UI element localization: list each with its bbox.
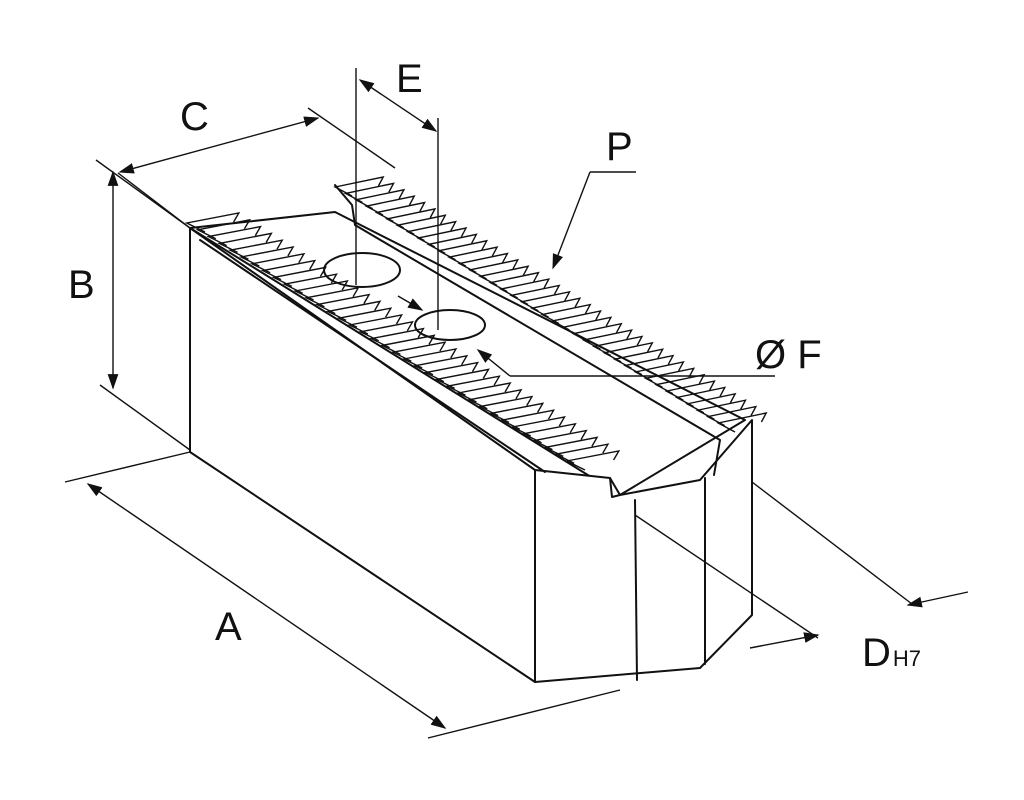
serration-tooth bbox=[674, 386, 727, 408]
serration-tooth bbox=[395, 214, 447, 235]
serration-tooth bbox=[467, 258, 520, 280]
serration-tooth bbox=[560, 316, 613, 337]
serration-tooth bbox=[695, 399, 747, 420]
serration-tooth bbox=[343, 182, 395, 203]
serration-tooth bbox=[358, 320, 414, 342]
serration-tooth bbox=[380, 334, 436, 356]
serration-tooth bbox=[426, 233, 478, 255]
dimension-f bbox=[397, 295, 775, 377]
dimension-a bbox=[64, 451, 621, 739]
label-p: P bbox=[606, 125, 633, 169]
serration-tooth bbox=[643, 367, 696, 388]
serration-tooth bbox=[499, 409, 556, 430]
serration-tooth bbox=[333, 176, 385, 197]
label-f: Ø F bbox=[755, 333, 822, 377]
serration-tooth bbox=[685, 392, 737, 414]
serration-tooth bbox=[571, 322, 623, 344]
serration-tooth bbox=[447, 246, 499, 267]
serration-tooth bbox=[238, 246, 295, 267]
serration-tooth bbox=[217, 232, 273, 254]
serration-tooth bbox=[716, 412, 768, 433]
serration-tooth bbox=[664, 380, 716, 401]
serration-tooth bbox=[498, 278, 551, 299]
serration-tooth bbox=[477, 395, 534, 417]
serration-tooth bbox=[478, 265, 530, 286]
serration-tooth bbox=[540, 303, 592, 325]
serration-tooth bbox=[510, 416, 566, 437]
serration-tooth bbox=[195, 218, 252, 240]
serration-tooth bbox=[364, 195, 416, 216]
label-a: A bbox=[215, 605, 242, 649]
serration-tooth bbox=[249, 252, 306, 274]
serration-tooth bbox=[602, 341, 654, 363]
serration-tooth bbox=[529, 297, 582, 318]
rear-ridge-base bbox=[334, 184, 721, 476]
serration-tooth bbox=[532, 429, 588, 451]
dimension-e bbox=[355, 68, 439, 330]
end-face-edge-1 bbox=[634, 499, 638, 681]
serration-tooth bbox=[423, 361, 480, 383]
serration-tooth bbox=[436, 239, 489, 261]
label-d: DH7 bbox=[862, 631, 921, 675]
serration-tooth bbox=[553, 443, 610, 464]
step-notch bbox=[609, 477, 621, 498]
label-b: B bbox=[68, 263, 95, 307]
serration-tooth bbox=[509, 284, 561, 306]
serration-tooth bbox=[591, 335, 644, 357]
serration-tooth bbox=[282, 273, 338, 294]
serration-tooth bbox=[374, 201, 426, 223]
serration-tooth bbox=[457, 252, 509, 274]
end-face bbox=[534, 419, 753, 683]
serration-tooth bbox=[206, 225, 262, 247]
serration-tooth bbox=[623, 354, 675, 376]
front-ridge-base bbox=[199, 239, 546, 473]
serration-tooth bbox=[314, 293, 371, 315]
serration-tooth bbox=[521, 422, 577, 444]
leader-p bbox=[552, 171, 636, 270]
serration-tooth bbox=[353, 188, 406, 210]
dimension-b bbox=[95, 159, 191, 451]
serration-tooth bbox=[390, 341, 447, 362]
label-c: C bbox=[180, 95, 209, 139]
serration-tooth bbox=[542, 436, 599, 458]
serration-tooth bbox=[336, 307, 393, 328]
hole-2 bbox=[414, 309, 486, 341]
serration-tooth bbox=[550, 309, 602, 331]
jaw-block bbox=[189, 184, 753, 683]
serration-tooth bbox=[271, 266, 328, 288]
serration-tooth bbox=[705, 405, 758, 427]
serration-tooth bbox=[415, 227, 468, 248]
serration-tooth bbox=[445, 375, 501, 396]
serration-tooth bbox=[456, 382, 512, 403]
serration-tooth bbox=[228, 239, 284, 260]
serration-tooth bbox=[519, 290, 571, 312]
serration-tooth bbox=[405, 220, 457, 242]
serration-tooth bbox=[260, 259, 317, 281]
dimension-d bbox=[634, 481, 969, 649]
serration-tooth bbox=[434, 368, 490, 390]
serration-tooth bbox=[184, 212, 241, 233]
serration-tooth bbox=[347, 314, 404, 335]
label-d-sub: H7 bbox=[893, 646, 921, 671]
serration-tooth bbox=[384, 207, 437, 229]
serration-tooth bbox=[564, 450, 621, 471]
hole-1 bbox=[323, 252, 401, 288]
top-face bbox=[189, 211, 746, 496]
label-e: E bbox=[396, 57, 423, 101]
serration-tooth bbox=[304, 286, 360, 308]
serration-tooth bbox=[581, 329, 633, 350]
serration-front bbox=[184, 212, 621, 471]
serration-tooth bbox=[325, 300, 382, 322]
serration-tooth bbox=[401, 348, 458, 369]
serration-tooth bbox=[654, 373, 706, 395]
serration-tooth bbox=[466, 388, 523, 410]
serration-tooth bbox=[612, 348, 665, 369]
serration-tooth bbox=[488, 271, 540, 293]
serration-tooth bbox=[488, 402, 545, 424]
serration-tooth bbox=[412, 354, 469, 376]
label-d-main: D bbox=[862, 631, 891, 675]
